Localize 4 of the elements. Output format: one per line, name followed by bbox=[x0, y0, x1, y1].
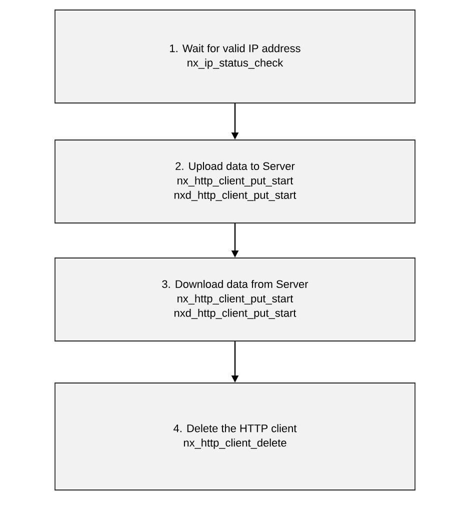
process-box: 2. Upload data to Server nx_http_client_put_start nxd_http_client_put_start bbox=[54, 140, 416, 224]
process-box: 4. Delete the HTTP client nx_http_client_delete bbox=[54, 382, 416, 490]
process-box: 1. Wait for valid IP address nx_ip_status_check bbox=[54, 10, 416, 104]
process-box: 3. Download data from Server nx_http_client_put_start nxd_http_client_put_start bbox=[54, 258, 416, 342]
